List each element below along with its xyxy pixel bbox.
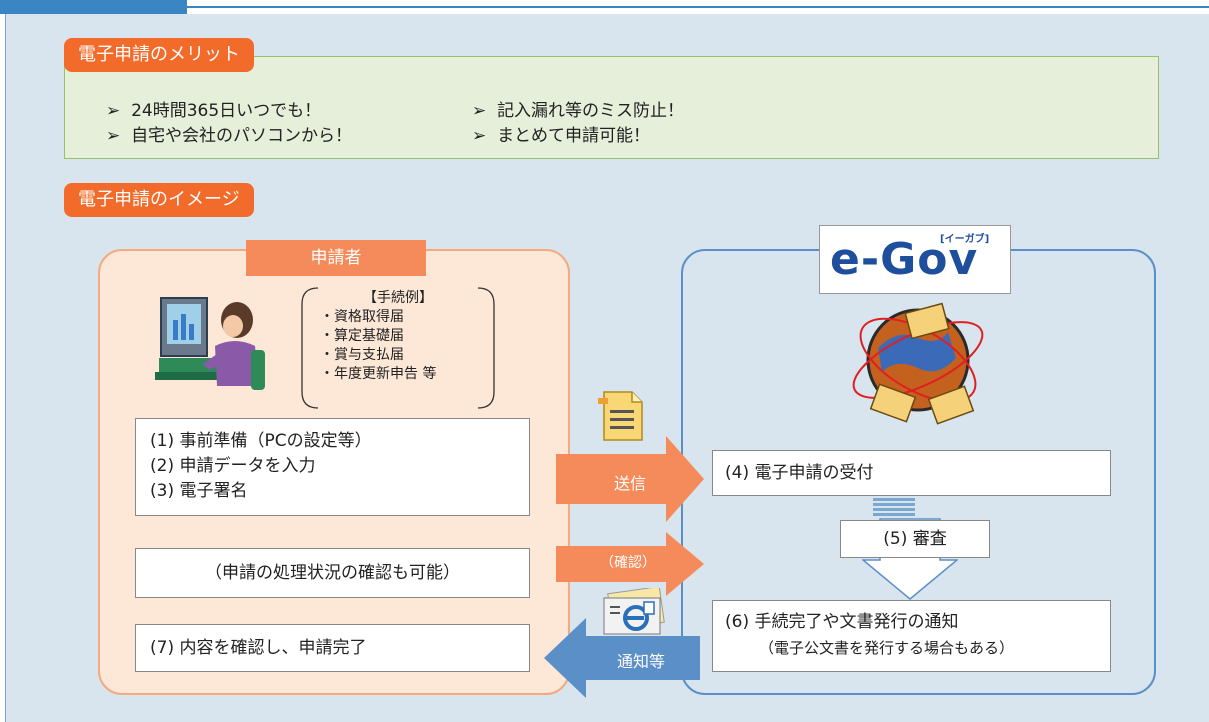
step-7-box: (7) 内容を確認し、申請完了 — [135, 624, 530, 672]
header-bar — [0, 0, 1209, 14]
header-line — [187, 6, 1209, 8]
egov-logo-text: e-Gov — [830, 234, 979, 285]
merit-item-text: 記入漏れ等のミス防止！ — [497, 101, 685, 121]
egov-logo-sub: [イーガブ] — [940, 234, 990, 245]
step-6-box: (6) 手続完了や文書発行の通知 （電子公文書を発行する場合もある） — [712, 600, 1111, 672]
procedure-item: ・賞与支払届 — [320, 347, 404, 363]
document-icon — [598, 391, 643, 441]
procedure-item: ・資格取得届 — [320, 309, 404, 325]
status-check-box: （申請の処理状況の確認も可能） — [135, 548, 530, 598]
step-6-line1: (6) 手続完了や文書発行の通知 — [725, 612, 959, 632]
merits-box — [64, 56, 1159, 159]
procedure-item: ・年度更新申告 等 — [320, 366, 437, 382]
procedure-item: ・算定基礎届 — [320, 328, 404, 344]
notify-arrow — [544, 618, 700, 698]
applicant-label: 申請者 — [246, 240, 426, 276]
merit-item: ➢ 記入漏れ等のミス防止！ — [472, 101, 685, 121]
connector-stripes — [873, 498, 915, 516]
egov-logo: [イーガブ] e-Gov — [819, 225, 1011, 294]
send-arrow — [556, 436, 704, 522]
merit-item-text: まとめて申請可能！ — [497, 126, 651, 146]
merit-item-text: 24時間365日いつでも！ — [131, 101, 322, 121]
send-label: 送信 — [613, 474, 646, 493]
confirm-label: （確認） — [600, 555, 656, 571]
merit-item: ➢ まとめて申請可能！ — [472, 126, 651, 146]
image-section-heading: 電子申請のイメージ — [64, 183, 254, 217]
merits-heading: 電子申請のメリット — [64, 38, 254, 72]
procedure-examples: 【手続例】 ・資格取得届 ・算定基礎届 ・賞与支払届 ・年度更新申告 等 — [300, 286, 496, 410]
step-3: (3) 電子署名 — [150, 481, 248, 501]
confirm-arrow — [556, 532, 704, 596]
steps-1-3-box: (1) 事前準備（PCの設定等） (2) 申請データを入力 (3) 電子署名 — [135, 418, 530, 516]
email-icon — [603, 588, 665, 635]
step-6-line2: （電子公文書を発行する場合もある） — [759, 639, 1015, 657]
step-5-box: (5) 審査 — [840, 520, 990, 558]
notify-label: 通知等 — [616, 652, 665, 671]
person-computer-icon — [155, 297, 265, 390]
bracket-decor — [301, 287, 495, 409]
step-2: (2) 申請データを入力 — [150, 456, 316, 476]
merit-item: ➢ 自宅や会社のパソコンから！ — [106, 126, 353, 146]
header-tab — [0, 0, 187, 14]
procedures-title: 【手続例】 — [363, 290, 433, 306]
globe-envelopes-icon — [852, 302, 984, 425]
merit-item-text: 自宅や会社のパソコンから！ — [131, 126, 353, 146]
step-4-box: (4) 電子申請の受付 — [712, 450, 1111, 496]
step-1: (1) 事前準備（PCの設定等） — [150, 431, 372, 451]
merit-item: ➢ 24時間365日いつでも！ — [106, 101, 322, 121]
